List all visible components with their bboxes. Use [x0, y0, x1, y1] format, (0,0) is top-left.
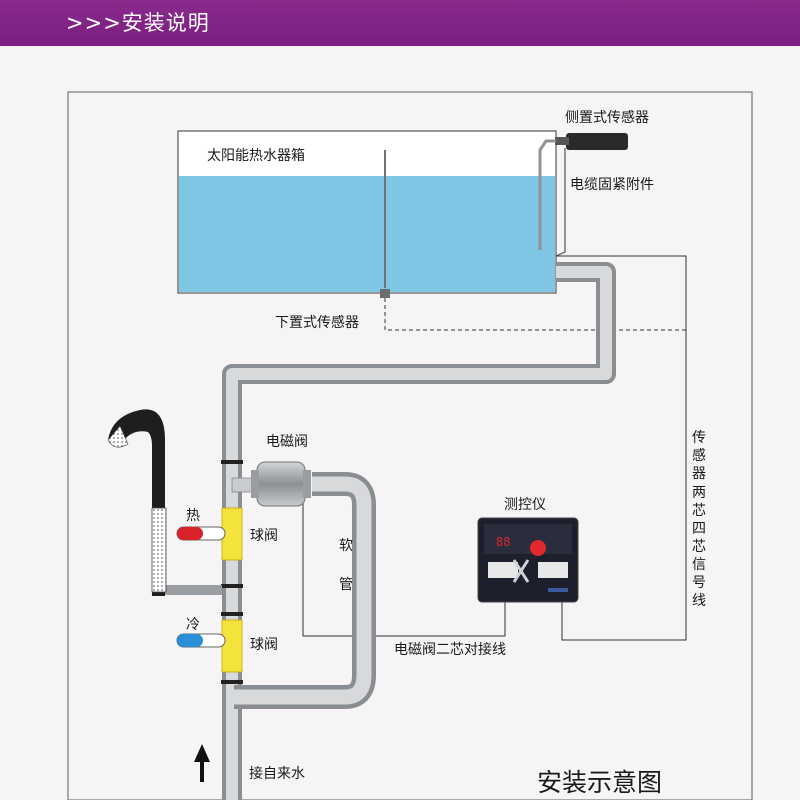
bottom-sensor-icon: [380, 289, 390, 298]
cable-clamp-label: 电缆固紧附件: [570, 177, 654, 193]
signal-cable-char: 感: [692, 447, 706, 464]
hot-label: 热: [186, 508, 200, 524]
sensor-signal-cable: [556, 255, 687, 641]
hose-label-2: 管: [339, 577, 353, 593]
controller-label: 测控仪: [504, 497, 546, 513]
solenoid-cable-label: 电磁阀二芯对接线: [394, 641, 506, 658]
tank-water: [179, 176, 555, 292]
cold-ball-valve-label: 球阀: [250, 637, 278, 653]
bottom-sensor-label: 下置式传感器: [275, 314, 359, 331]
hose-label-1: 软: [339, 538, 353, 554]
flexible-hose: [234, 472, 376, 709]
solenoid-valve-icon: [231, 461, 311, 507]
side-sensor-label: 侧置式传感器: [565, 109, 649, 126]
signal-cable-char: 号: [692, 575, 706, 591]
diagram-frame: [67, 91, 753, 800]
signal-cable-char: 四: [692, 521, 706, 537]
side-sensor-icon: [538, 133, 628, 257]
signal-cable-label: 传 感 器 两 芯 四 芯 信 号 线: [692, 430, 706, 609]
diagram-title: 安装示意图: [537, 768, 662, 797]
header-bar: >>>安装说明: [0, 0, 800, 46]
hot-handle-icon: [176, 526, 226, 541]
signal-cable-char: 线: [692, 593, 706, 609]
signal-cable-char: 芯: [692, 539, 706, 555]
pipe-joints: [221, 460, 243, 684]
header-title: >>>安装说明: [66, 11, 210, 35]
solenoid-valve-label: 电磁阀: [266, 434, 308, 450]
hot-ball-valve-label: 球阀: [250, 528, 278, 544]
signal-cable-char: 传: [692, 430, 706, 446]
controller-unit-icon: 88: [477, 517, 579, 603]
water-inlet-arrow-icon: [194, 744, 210, 782]
water-tank: [177, 130, 557, 298]
cold-handle-icon: [176, 633, 226, 648]
svg-text:88: 88: [496, 535, 510, 549]
signal-cable-char: 器: [692, 466, 706, 482]
water-inlet-label: 接自来水: [249, 765, 305, 782]
display-red-indicator: [530, 540, 546, 556]
cold-ball-valve: [221, 619, 243, 673]
signal-cable-char: 芯: [692, 503, 706, 519]
cold-label: 冷: [186, 617, 200, 633]
solenoid-cable: [296, 483, 506, 637]
signal-cable-char: 信: [692, 557, 706, 573]
tank-label: 太阳能热水器箱: [207, 148, 305, 164]
signal-cable-char: 两: [692, 485, 706, 501]
bottom-sensor-cable: [384, 298, 686, 331]
showerhead-icon: [107, 409, 222, 596]
